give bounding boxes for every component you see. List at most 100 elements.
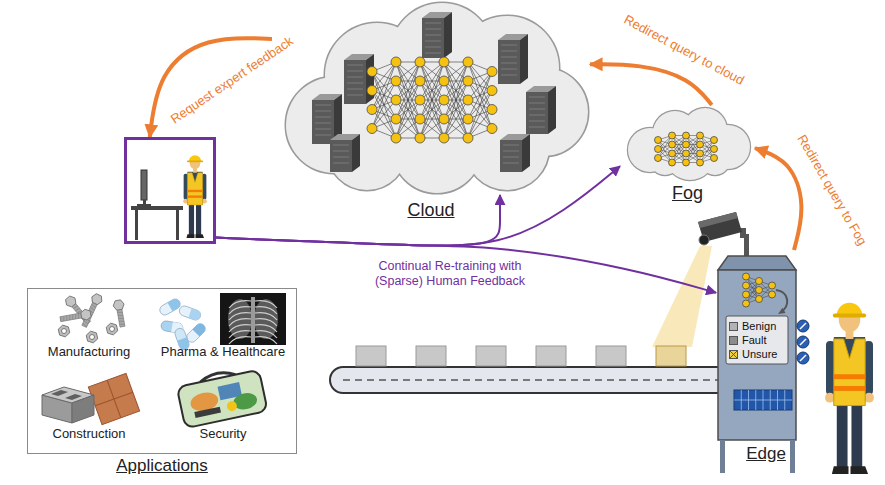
legend-label: Benign (742, 320, 776, 332)
application-item: Pharma & Healthcare (154, 293, 292, 365)
network-neurons-part (769, 291, 776, 298)
floor-tiles-part (95, 392, 133, 406)
server-rack-part (500, 140, 522, 172)
expert-workstation-part (135, 210, 138, 240)
bolt-part (84, 321, 89, 324)
network-neurons-part (391, 76, 401, 86)
server-rack-part (344, 60, 366, 104)
bolt-part (80, 308, 91, 320)
cinder-block-part (65, 394, 82, 400)
baggage-xray (176, 365, 268, 428)
operator-worker (825, 303, 874, 474)
keypad (734, 390, 792, 410)
application-item-drawing (154, 369, 292, 425)
bolt-part (73, 305, 77, 309)
network-neurons-part (439, 76, 449, 86)
network-neurons-part (391, 133, 401, 143)
baggage-xray-part (226, 400, 238, 412)
item-caption: Pharma & Healthcare (154, 345, 292, 360)
control-buttons-part (797, 336, 809, 348)
edge-device-body-part (790, 440, 795, 473)
control-buttons-part (797, 352, 809, 364)
network-links-part (396, 81, 420, 138)
server-rack-part (529, 97, 545, 98)
network-neurons-part (669, 159, 676, 166)
expert-workstation-part (176, 210, 179, 240)
cloud-outline-stroke-part (377, 45, 497, 165)
network-neurons-part (756, 287, 763, 294)
chest-xray-part (220, 293, 286, 345)
nut-part (86, 331, 97, 343)
network-neurons-part (683, 132, 690, 139)
bolt-part (72, 314, 74, 319)
network-neurons-part (655, 146, 662, 153)
retraining-arrow (216, 238, 716, 293)
application-item-drawing (34, 293, 144, 345)
network-links-part (686, 136, 700, 163)
camera-light-cone (652, 246, 712, 347)
server-rack (498, 34, 528, 84)
edge-device-body-part (718, 270, 796, 440)
network-neurons-part (415, 57, 425, 67)
conveyor-items (356, 346, 686, 366)
baggage-xray-part (194, 407, 221, 418)
server-rack-part (347, 71, 363, 72)
legend-row: Unsure (729, 347, 777, 361)
fog-outline (628, 108, 750, 180)
floor-tiles-part (88, 373, 139, 424)
camera (698, 212, 749, 256)
camera-part (699, 235, 709, 245)
network-neurons-part (415, 76, 425, 86)
network-links-part (444, 81, 468, 138)
item-caption: Security (154, 427, 292, 442)
bolt (112, 299, 127, 327)
network-neurons-part (683, 150, 690, 157)
fog-node: Fog (620, 105, 755, 177)
server-rack-part (501, 69, 517, 70)
edge-device: EdgeBenignFaultUnsure (716, 250, 816, 475)
legend-swatch (729, 336, 738, 345)
edge-neural-network (743, 273, 776, 307)
network-neurons-part (769, 282, 776, 289)
network-neurons-part (415, 114, 425, 124)
cinder-block-part (51, 390, 68, 396)
expert-workstation-part (137, 204, 151, 206)
network-neurons (743, 273, 776, 307)
inference-arrow-part (778, 308, 786, 314)
bolt (79, 293, 104, 329)
server-rack-part (501, 63, 517, 64)
server-racks (312, 12, 556, 172)
server-rack-part (444, 12, 452, 58)
server-rack-part (425, 53, 441, 54)
keypad-part (734, 400, 792, 401)
network-neurons-part (697, 132, 704, 139)
chest-xray-part (254, 299, 278, 339)
server-rack-part (347, 83, 363, 84)
server-rack-part (333, 145, 349, 146)
server-rack-part (425, 23, 441, 24)
cloud-node: Cloud (272, 0, 590, 195)
bolt-part (90, 293, 104, 306)
network-links-part (468, 110, 492, 139)
conveyor-items-part (356, 346, 386, 366)
unsure-cross (730, 351, 737, 358)
network-links (746, 277, 772, 304)
network-links-part (686, 136, 700, 163)
server-rack-part (501, 75, 517, 76)
conveyor-items-part (416, 346, 446, 366)
bolt-part (118, 317, 123, 319)
expert-workstation-part (131, 206, 183, 210)
cloud-outline-stroke (286, 3, 588, 193)
camera-part (744, 234, 749, 256)
network-neurons-part (683, 141, 690, 148)
item-caption: Construction (34, 427, 144, 442)
server-rack-part (312, 100, 334, 144)
network-links-part (420, 62, 444, 119)
network-neurons-part (669, 141, 676, 148)
expert-workstation-part (183, 155, 207, 238)
network-neurons-part (743, 273, 750, 280)
server-rack-part (425, 47, 441, 48)
server-rack-part (315, 105, 331, 106)
legend-label: Unsure (742, 348, 777, 360)
network-neurons-part (391, 114, 401, 124)
